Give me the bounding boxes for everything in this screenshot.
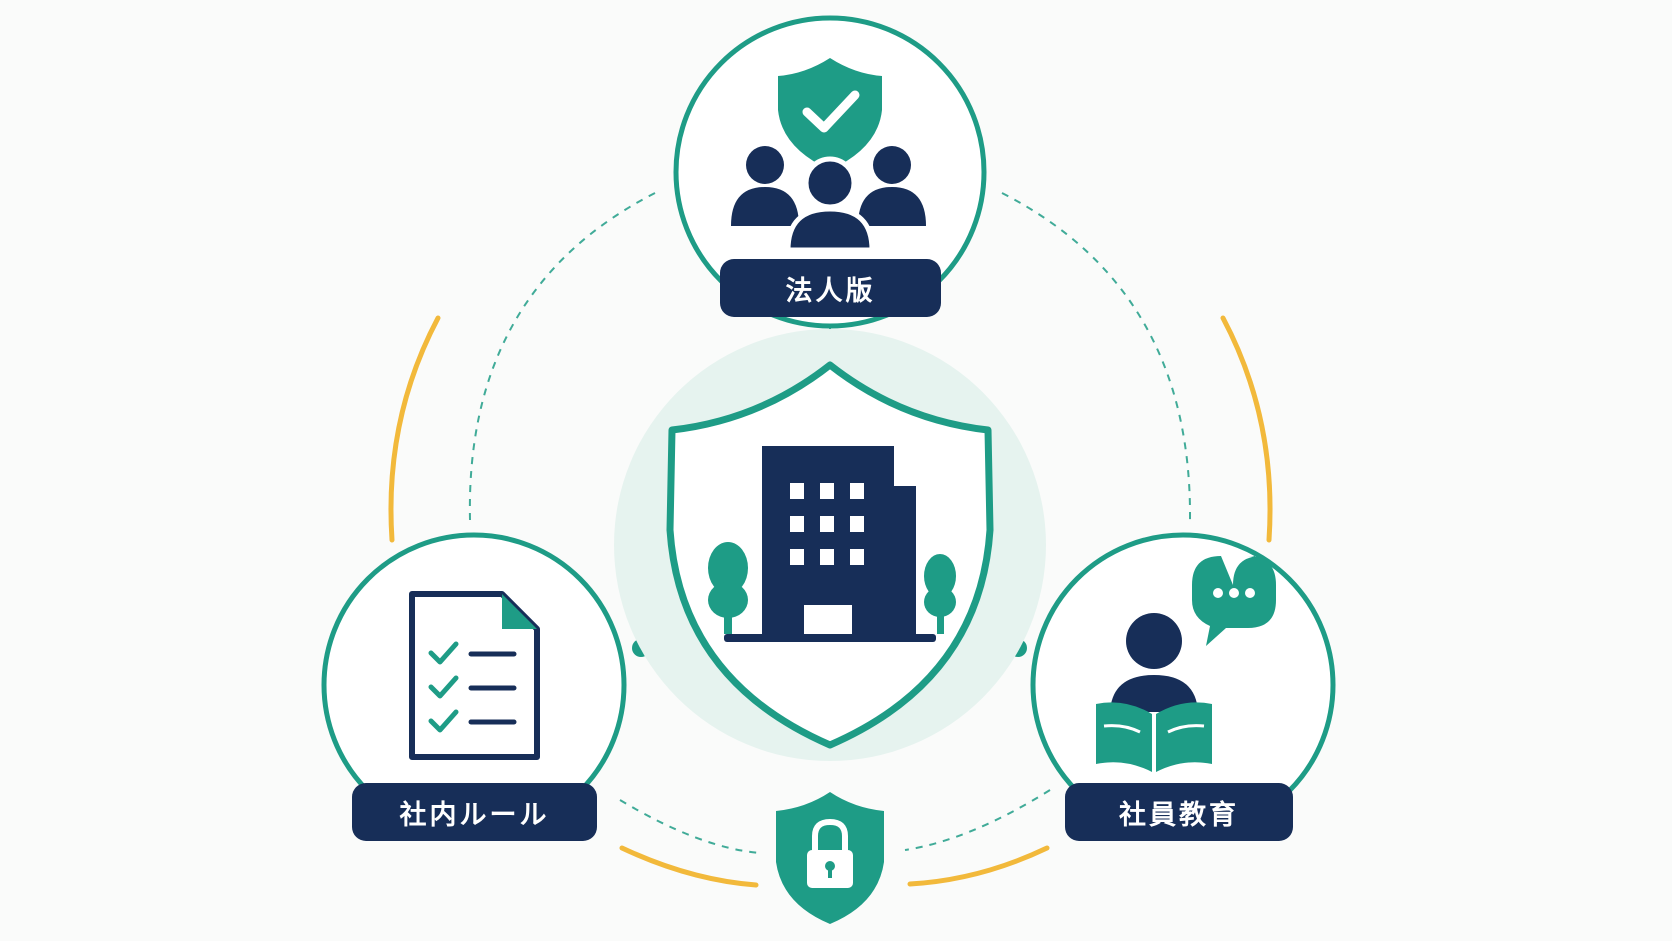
office-building-icon <box>724 446 936 642</box>
dashed-connector-ring <box>468 192 1192 854</box>
check-shield-icon <box>778 58 882 170</box>
checkmark-icon <box>802 90 860 133</box>
person-body <box>1110 675 1198 712</box>
node-internal-rules <box>321 532 627 838</box>
open-book-icon <box>1096 702 1212 772</box>
gold-arc-bottom-right <box>907 845 1050 887</box>
building-ground <box>724 634 936 642</box>
checklist-document-icon <box>409 591 540 760</box>
gold-arc-bottom-left <box>619 845 759 888</box>
building-shield-icon <box>666 361 994 749</box>
gold-arc-left <box>388 315 441 543</box>
tree-right-icon <box>924 554 956 634</box>
person-head <box>1126 613 1182 669</box>
label-employee-education: 社員教育 <box>1065 783 1293 841</box>
checklist-lines <box>468 651 517 725</box>
people-group-icon <box>731 146 926 253</box>
team-shield-check-icon <box>731 58 926 253</box>
document-fold <box>502 594 537 629</box>
gold-accent-arcs <box>388 315 1273 888</box>
book-page-lines <box>1103 724 1205 734</box>
dashed-arc-bottom-right <box>904 789 1051 851</box>
speech-bubble-icon <box>1192 556 1276 646</box>
dashed-arc-top-right <box>1001 192 1192 521</box>
document-outline <box>409 591 540 760</box>
speech-dots <box>1213 588 1255 598</box>
building-windows <box>790 483 864 565</box>
dashed-arc-bottom-left <box>619 799 761 854</box>
tree-left-icon <box>708 542 748 634</box>
reading-person-speech-icon <box>1096 556 1276 772</box>
gold-arc-right <box>1220 315 1273 543</box>
checklist-checks <box>428 641 459 733</box>
label-internal-rules: 社内ルール <box>352 783 597 841</box>
padlock-shackle <box>812 818 848 852</box>
label-corporate: 法人版 <box>720 259 941 317</box>
node-corporate <box>673 15 987 329</box>
building-door <box>804 605 852 634</box>
lock-shield-icon <box>776 792 884 924</box>
dashed-arc-top-left <box>468 192 656 521</box>
building-tower <box>762 446 894 634</box>
node-employee-education <box>1030 532 1336 838</box>
